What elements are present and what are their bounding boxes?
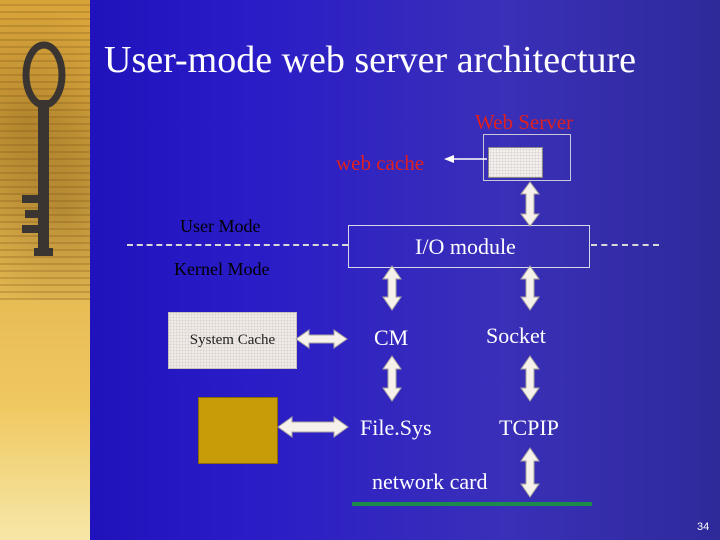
io-module-label: I/O module bbox=[415, 234, 516, 259]
disk-filesys-arrow bbox=[277, 416, 349, 438]
kernel-mode-label: Kernel Mode bbox=[174, 259, 270, 279]
web-cache-box bbox=[488, 147, 543, 178]
io-module-box bbox=[348, 225, 590, 268]
tcpip-label: TCPIP bbox=[499, 415, 559, 440]
network-card-line bbox=[352, 502, 592, 506]
web-server-box bbox=[483, 134, 571, 181]
mode-divider-right bbox=[591, 244, 659, 246]
io-cm-arrow bbox=[382, 265, 402, 311]
cm-filesys-arrow bbox=[382, 355, 402, 402]
web-cache-label: web cache bbox=[336, 151, 425, 175]
disk-icon bbox=[198, 397, 278, 464]
system-cache-box: System Cache bbox=[168, 312, 297, 369]
tcpip-network-arrow bbox=[520, 447, 540, 498]
socket-label: Socket bbox=[486, 323, 546, 348]
web-cache-pointer-arrow bbox=[444, 155, 487, 163]
web-server-label: Web Server bbox=[475, 110, 574, 134]
slide-title: User-mode web server architecture bbox=[104, 39, 637, 81]
syscache-cm-arrow bbox=[295, 329, 348, 349]
network-card-label: network card bbox=[372, 469, 488, 494]
webserver-io-arrow bbox=[520, 181, 540, 227]
cm-label: CM bbox=[374, 325, 409, 350]
file-sys-label: File.Sys bbox=[360, 415, 432, 440]
io-socket-arrow bbox=[520, 265, 540, 311]
mode-divider-left bbox=[127, 244, 348, 246]
page-number: 34 bbox=[697, 521, 710, 533]
system-cache-label: System Cache bbox=[189, 332, 276, 348]
key-icon bbox=[22, 41, 66, 256]
decorative-sidebar bbox=[0, 0, 90, 540]
user-mode-label: User Mode bbox=[180, 216, 261, 236]
socket-tcpip-arrow bbox=[520, 355, 540, 402]
